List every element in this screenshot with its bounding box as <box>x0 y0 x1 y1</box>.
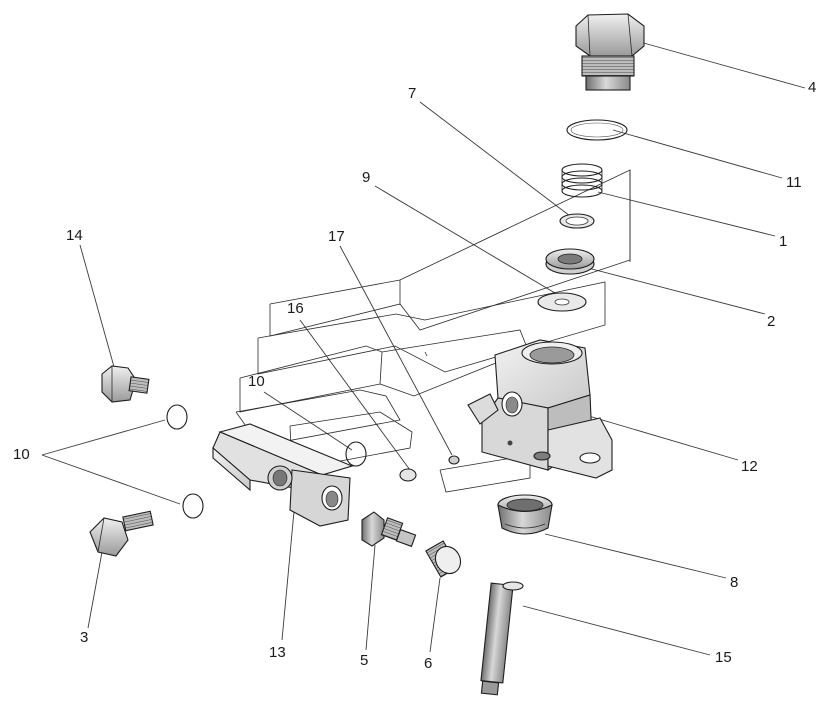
label-1: 1 <box>779 233 787 250</box>
washer-part-9 <box>537 292 587 312</box>
label-10-upper: 10 <box>248 373 265 390</box>
bolt-part-3 <box>89 510 154 557</box>
label-7: 7 <box>408 85 416 102</box>
label-16: 16 <box>287 300 304 317</box>
label-10-left: 10 <box>13 446 30 463</box>
label-9: 9 <box>362 169 370 186</box>
spring-part-1 <box>561 163 603 198</box>
valve-body-part-12 <box>467 339 613 479</box>
hex-plug-part-4 <box>575 13 645 91</box>
o-rings-part-10 <box>166 404 367 519</box>
label-11: 11 <box>786 174 802 191</box>
label-4: 4 <box>808 79 816 96</box>
label-8: 8 <box>730 574 738 591</box>
label-14: 14 <box>66 227 83 244</box>
washer-part-7 <box>559 213 595 229</box>
label-6: 6 <box>424 655 432 672</box>
pin-part-15 <box>480 581 524 696</box>
leader-lines <box>41 41 806 656</box>
block-part-13 <box>212 423 354 527</box>
valve-disc-part-2 <box>545 248 595 275</box>
fitting-part-5 <box>361 511 417 548</box>
label-17: 17 <box>328 228 345 245</box>
cap-part-6 <box>425 540 462 578</box>
ball-part-16 <box>399 468 417 482</box>
label-5: 5 <box>360 652 368 669</box>
mark-tick <box>424 351 428 357</box>
bolt-part-14 <box>101 365 150 403</box>
label-13: 13 <box>269 644 286 661</box>
plug-part-17 <box>448 455 460 465</box>
label-12: 12 <box>741 458 758 475</box>
label-2: 2 <box>767 313 775 330</box>
label-3: 3 <box>80 629 88 646</box>
part-number-labels: 4 11 7 1 9 2 17 16 14 10 12 10 8 3 13 5 … <box>13 79 816 672</box>
bushing-part-8 <box>497 494 553 535</box>
label-15: 15 <box>715 649 732 666</box>
o-ring-part-11 <box>566 119 628 141</box>
